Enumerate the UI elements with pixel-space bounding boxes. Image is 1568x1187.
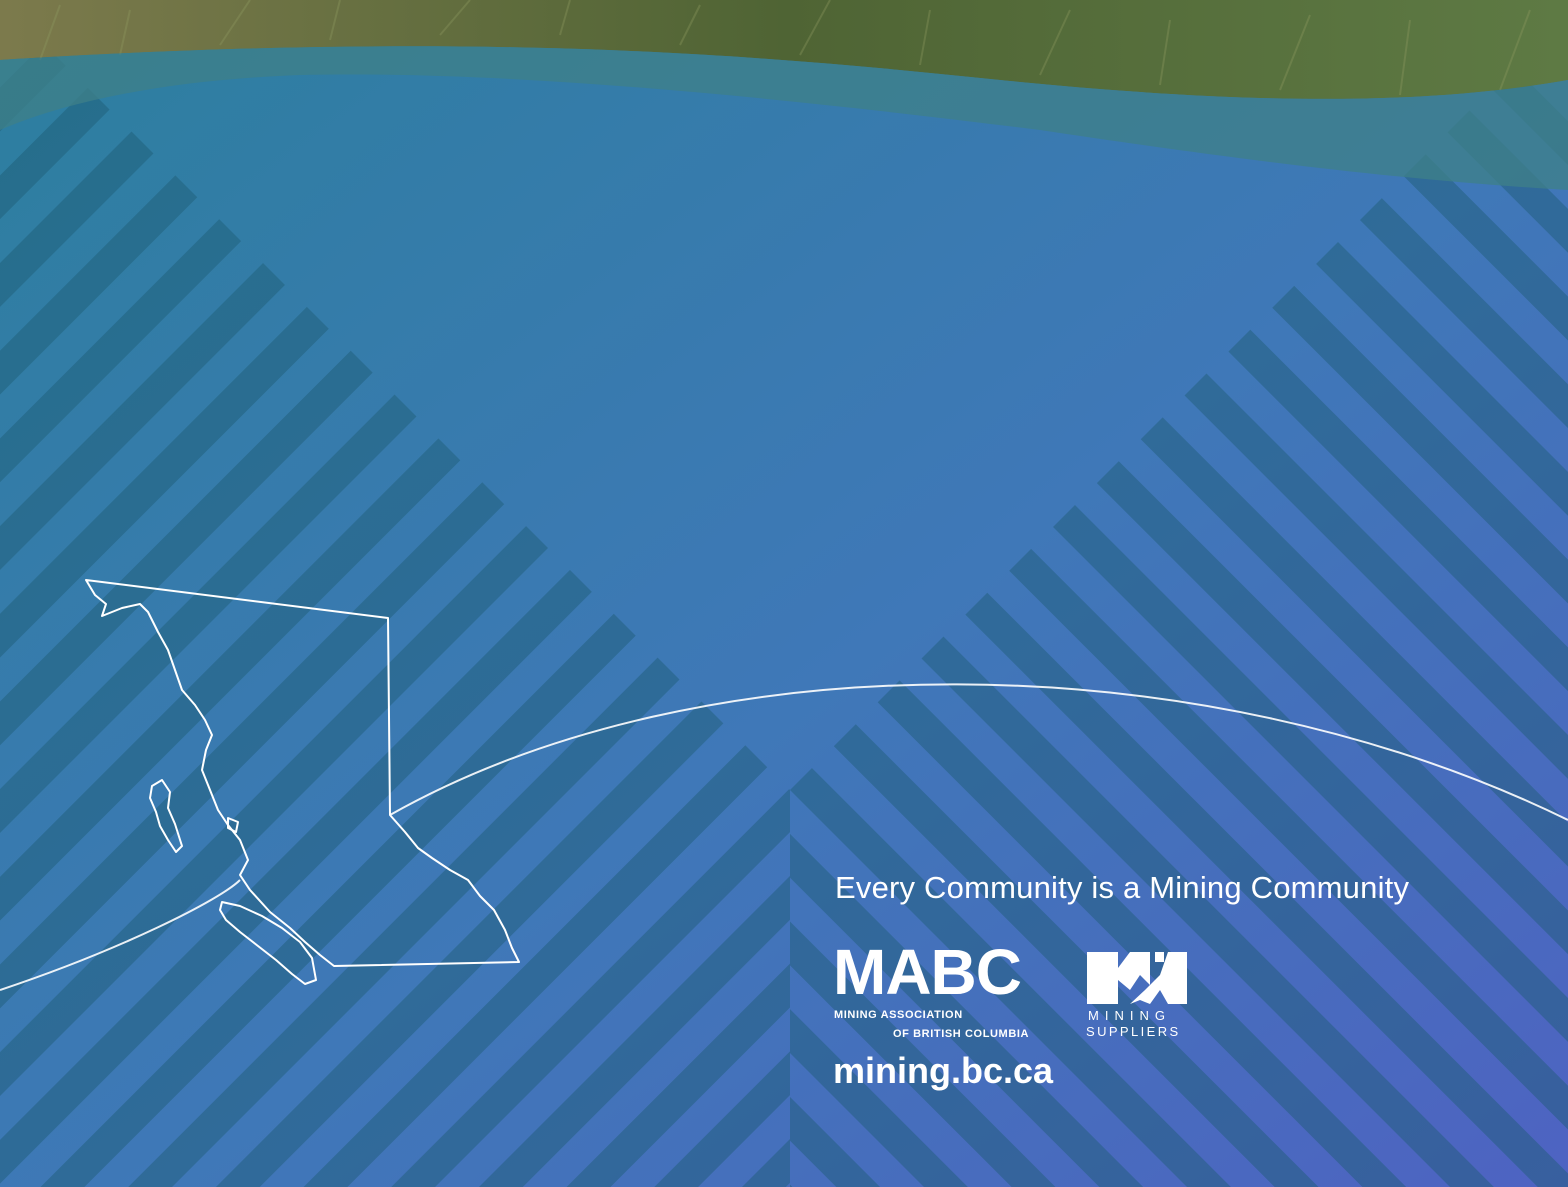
mabc-logo[interactable]: MABC MINING ASSOCIATION OF BRITISH COLUM… xyxy=(833,940,1053,1050)
mabc-subtitle-line1: MINING ASSOCIATION xyxy=(834,1009,963,1021)
grass-texture xyxy=(39,0,1531,96)
mabc-wordmark: MABC xyxy=(833,936,1022,1008)
teal-wave xyxy=(0,46,1568,190)
mabc-subtitle-line2: OF BRITISH COLUMBIA xyxy=(893,1028,1030,1040)
tagline: Every Community is a Mining Community xyxy=(835,870,1410,905)
mining-suppliers-mark-icon xyxy=(1087,952,1187,1004)
grass-strip xyxy=(0,0,1568,99)
mining-suppliers-line2: SUPPLIERS xyxy=(1086,1024,1181,1039)
mining-suppliers-line1: MINING xyxy=(1088,1008,1171,1023)
mining-suppliers-logo[interactable]: MINING SUPPLIERS xyxy=(1083,948,1193,1048)
arc-line xyxy=(0,683,1568,991)
website-link[interactable]: mining.bc.ca xyxy=(833,1050,1054,1091)
british-columbia-outline-icon xyxy=(85,579,520,985)
